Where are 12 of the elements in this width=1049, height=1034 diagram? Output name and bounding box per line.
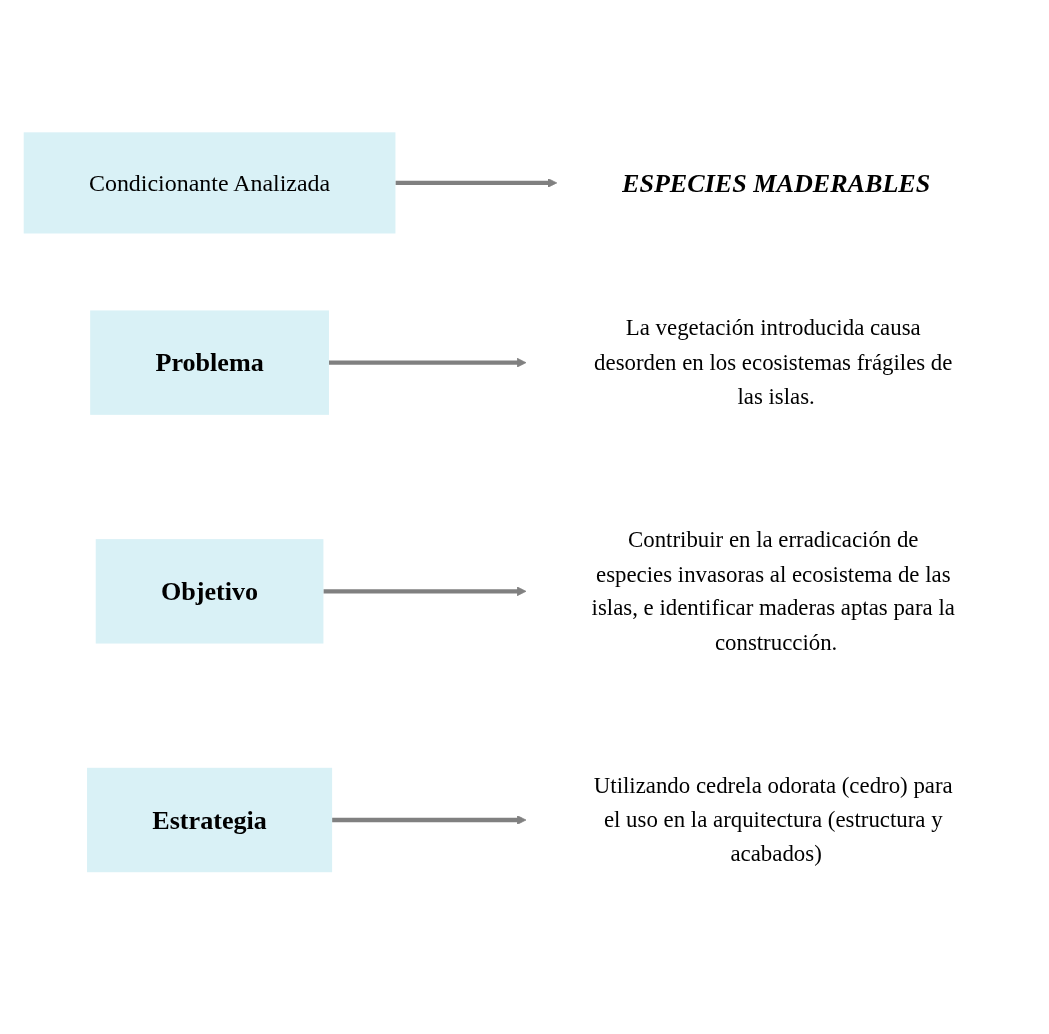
node-box: Estrategia [86, 767, 332, 872]
node-text: ESPECIES MADERABLES [621, 168, 930, 197]
node-text: Utilizando cedrela odorata (cedro) para el uso en la arquitectura (estructura y acabados) [593, 771, 953, 867]
node-box: Objetivo [95, 538, 323, 644]
arrow [394, 177, 557, 188]
node-text: Contribuir en la erradicación de especies invasoras al ecosistema de las islas, e identificar maderas aptas para la construcción. [591, 525, 955, 655]
node-text: La vegetación introducida causa desorden en los ecosistemas frágiles de las islas. [593, 314, 952, 409]
node-box: Problema [89, 310, 329, 415]
arrow [328, 357, 526, 368]
arrow [322, 586, 526, 596]
arrow [331, 814, 526, 825]
node-box: Condicionante Analizada [23, 131, 395, 234]
